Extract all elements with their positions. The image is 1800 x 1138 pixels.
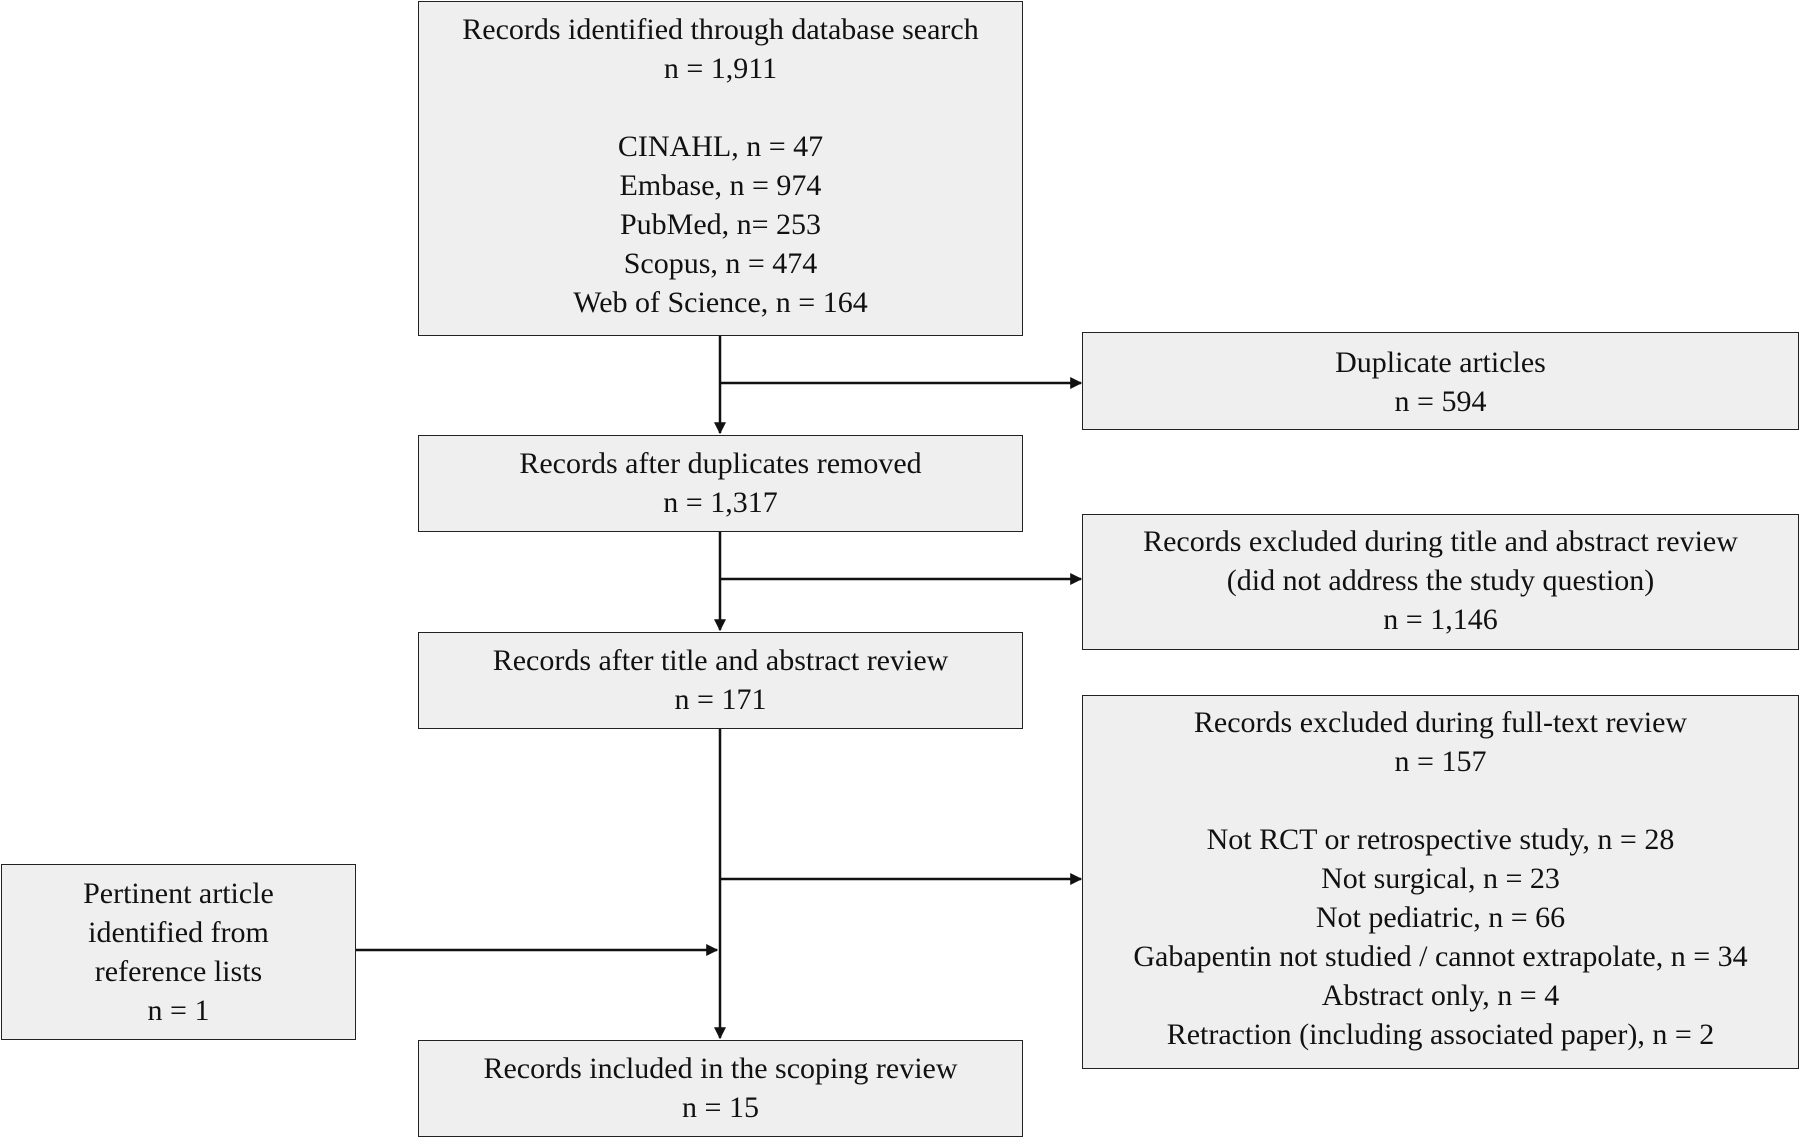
pertinent-article-box: Pertinent article identified from refere… [1,864,356,1040]
records-after-title-abstract-count: n = 171 [674,683,767,716]
duplicate-articles-title: Duplicate articles [1335,346,1546,379]
records-included-count: n = 15 [682,1091,759,1124]
exclusion-reason-not-rct: Not RCT or retrospective study, n = 28 [1206,823,1675,856]
excluded-title-abstract-reason: (did not address the study question) [1226,564,1655,597]
excluded-title-abstract-box: Records excluded during title and abstra… [1082,514,1799,650]
source-embase: Embase, n = 974 [619,169,822,202]
pertinent-article-count: n = 1 [147,994,210,1027]
exclusion-reason-not-pediatric: Not pediatric, n = 66 [1315,901,1566,934]
duplicate-articles-count: n = 594 [1394,385,1487,418]
exclusion-reason-abstract-only: Abstract only, n = 4 [1321,979,1560,1012]
records-identified-count: n = 1,911 [663,52,778,85]
records-after-title-abstract-title: Records after title and abstract review [492,644,949,677]
records-included-box: Records included in the scoping review n… [418,1040,1023,1137]
records-after-duplicates-box: Records after duplicates removed n = 1,3… [418,435,1023,532]
records-included-title: Records included in the scoping review [483,1052,958,1085]
records-identified-title: Records identified through database sear… [462,13,979,46]
source-web-of-science: Web of Science, n = 164 [573,286,868,319]
duplicate-articles-box: Duplicate articles n = 594 [1082,332,1799,430]
records-after-duplicates-count: n = 1,317 [663,486,778,519]
source-scopus: Scopus, n = 474 [623,247,818,280]
records-identified-box: Records identified through database sear… [418,1,1023,336]
exclusion-reason-gabapentin: Gabapentin not studied / cannot extrapol… [1133,940,1748,973]
pertinent-article-line-3: reference lists [94,955,263,988]
excluded-title-abstract-title: Records excluded during title and abstra… [1143,525,1738,558]
exclusion-reason-not-surgical: Not surgical, n = 23 [1321,862,1560,895]
excluded-title-abstract-count: n = 1,146 [1383,603,1498,636]
exclusion-reason-retraction: Retraction (including associated paper),… [1166,1018,1715,1051]
source-cinahl: CINAHL, n = 47 [617,130,824,163]
excluded-fulltext-count: n = 157 [1394,745,1487,778]
source-pubmed: PubMed, n= 253 [619,208,822,241]
records-after-title-abstract-box: Records after title and abstract review … [418,632,1023,729]
pertinent-article-line-2: identified from [88,916,269,949]
excluded-fulltext-box: Records excluded during full-text review… [1082,695,1799,1069]
excluded-fulltext-title: Records excluded during full-text review [1193,706,1688,739]
pertinent-article-line-1: Pertinent article [83,877,274,910]
records-after-duplicates-title: Records after duplicates removed [519,447,922,480]
